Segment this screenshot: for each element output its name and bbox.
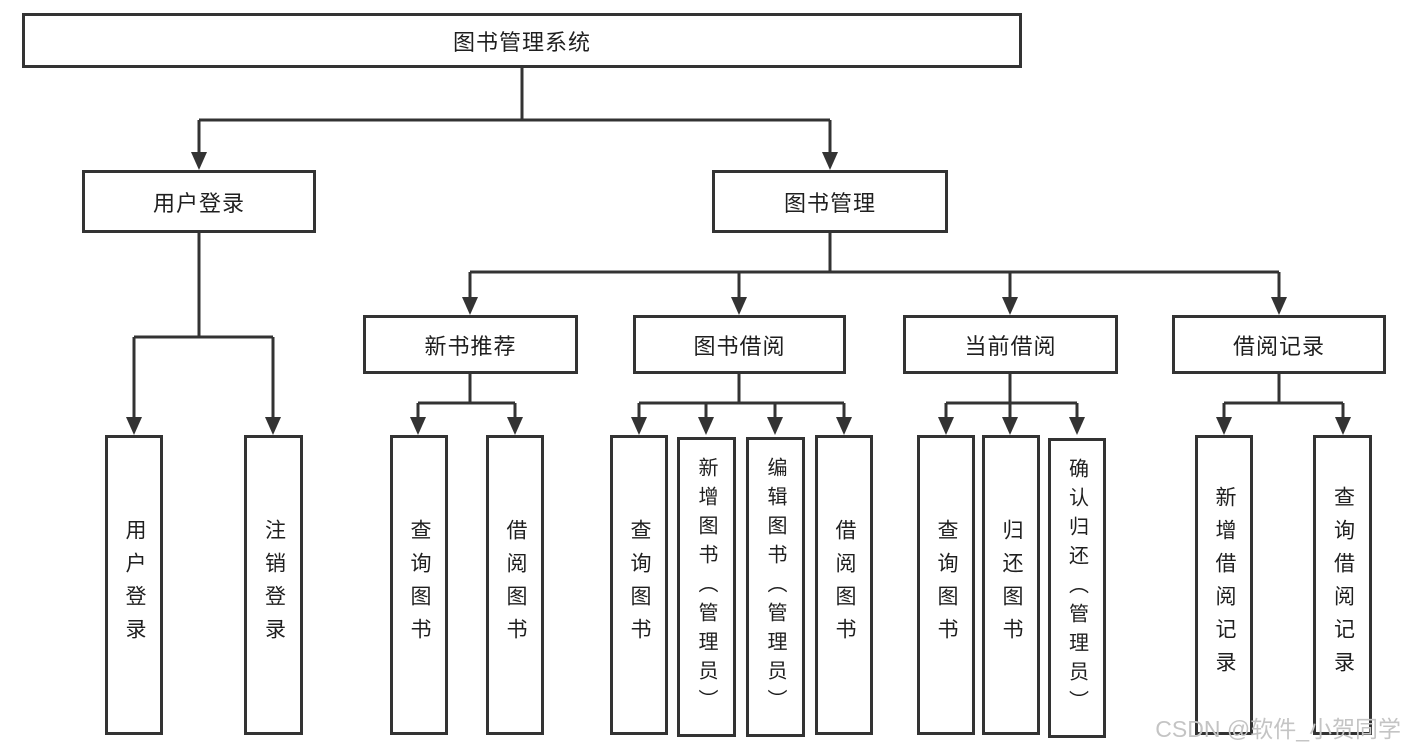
leaf-query-book-borrow: 查询图书: [610, 435, 668, 735]
watermark: CSDN @软件_小贺同学: [1155, 716, 1401, 742]
arrowhead-icon: [836, 417, 852, 435]
leaf-add-borrow-record: 新增借阅记录: [1195, 435, 1253, 735]
node-current-borrow: 当前借阅: [903, 315, 1118, 374]
arrowhead-icon: [1271, 297, 1287, 315]
arrowhead-icon: [126, 417, 142, 435]
node-borrow-record: 借阅记录: [1172, 315, 1386, 374]
leaf-query-borrow-record: 查询借阅记录: [1313, 435, 1372, 735]
node-book-borrow: 图书借阅: [633, 315, 846, 374]
arrowhead-icon: [698, 417, 714, 435]
arrowhead-icon: [410, 417, 426, 435]
arrowhead-icon: [265, 417, 281, 435]
leaf-logout: 注销登录: [244, 435, 303, 735]
leaf-borrow-book-recommend: 借阅图书: [486, 435, 544, 735]
arrowhead-icon: [938, 417, 954, 435]
leaf-add-book-admin: 新增图书（管理员）: [677, 437, 736, 737]
arrowhead-icon: [507, 417, 523, 435]
arrowhead-icon: [191, 152, 207, 170]
leaf-user-login: 用户登录: [105, 435, 163, 735]
arrowhead-icon: [1335, 417, 1351, 435]
arrowhead-icon: [631, 417, 647, 435]
arrowhead-icon: [1069, 417, 1085, 435]
node-user-login: 用户登录: [82, 170, 316, 233]
leaf-borrow-book: 借阅图书: [815, 435, 873, 735]
arrowhead-icon: [731, 297, 747, 315]
node-new-book-recommend: 新书推荐: [363, 315, 578, 374]
leaf-edit-book-admin: 编辑图书（管理员）: [746, 437, 805, 737]
leaf-confirm-return-admin: 确认归还（管理员）: [1048, 438, 1106, 738]
arrowhead-icon: [1002, 297, 1018, 315]
arrowhead-icon: [462, 297, 478, 315]
arrowhead-icon: [1002, 417, 1018, 435]
node-root: 图书管理系统: [22, 13, 1022, 68]
node-book-management: 图书管理: [712, 170, 948, 233]
arrowhead-icon: [1216, 417, 1232, 435]
leaf-return-book: 归还图书: [982, 435, 1040, 735]
arrowhead-icon: [822, 152, 838, 170]
arrowhead-icon: [767, 417, 783, 435]
leaf-query-book-recommend: 查询图书: [390, 435, 448, 735]
leaf-query-book-current: 查询图书: [917, 435, 975, 735]
